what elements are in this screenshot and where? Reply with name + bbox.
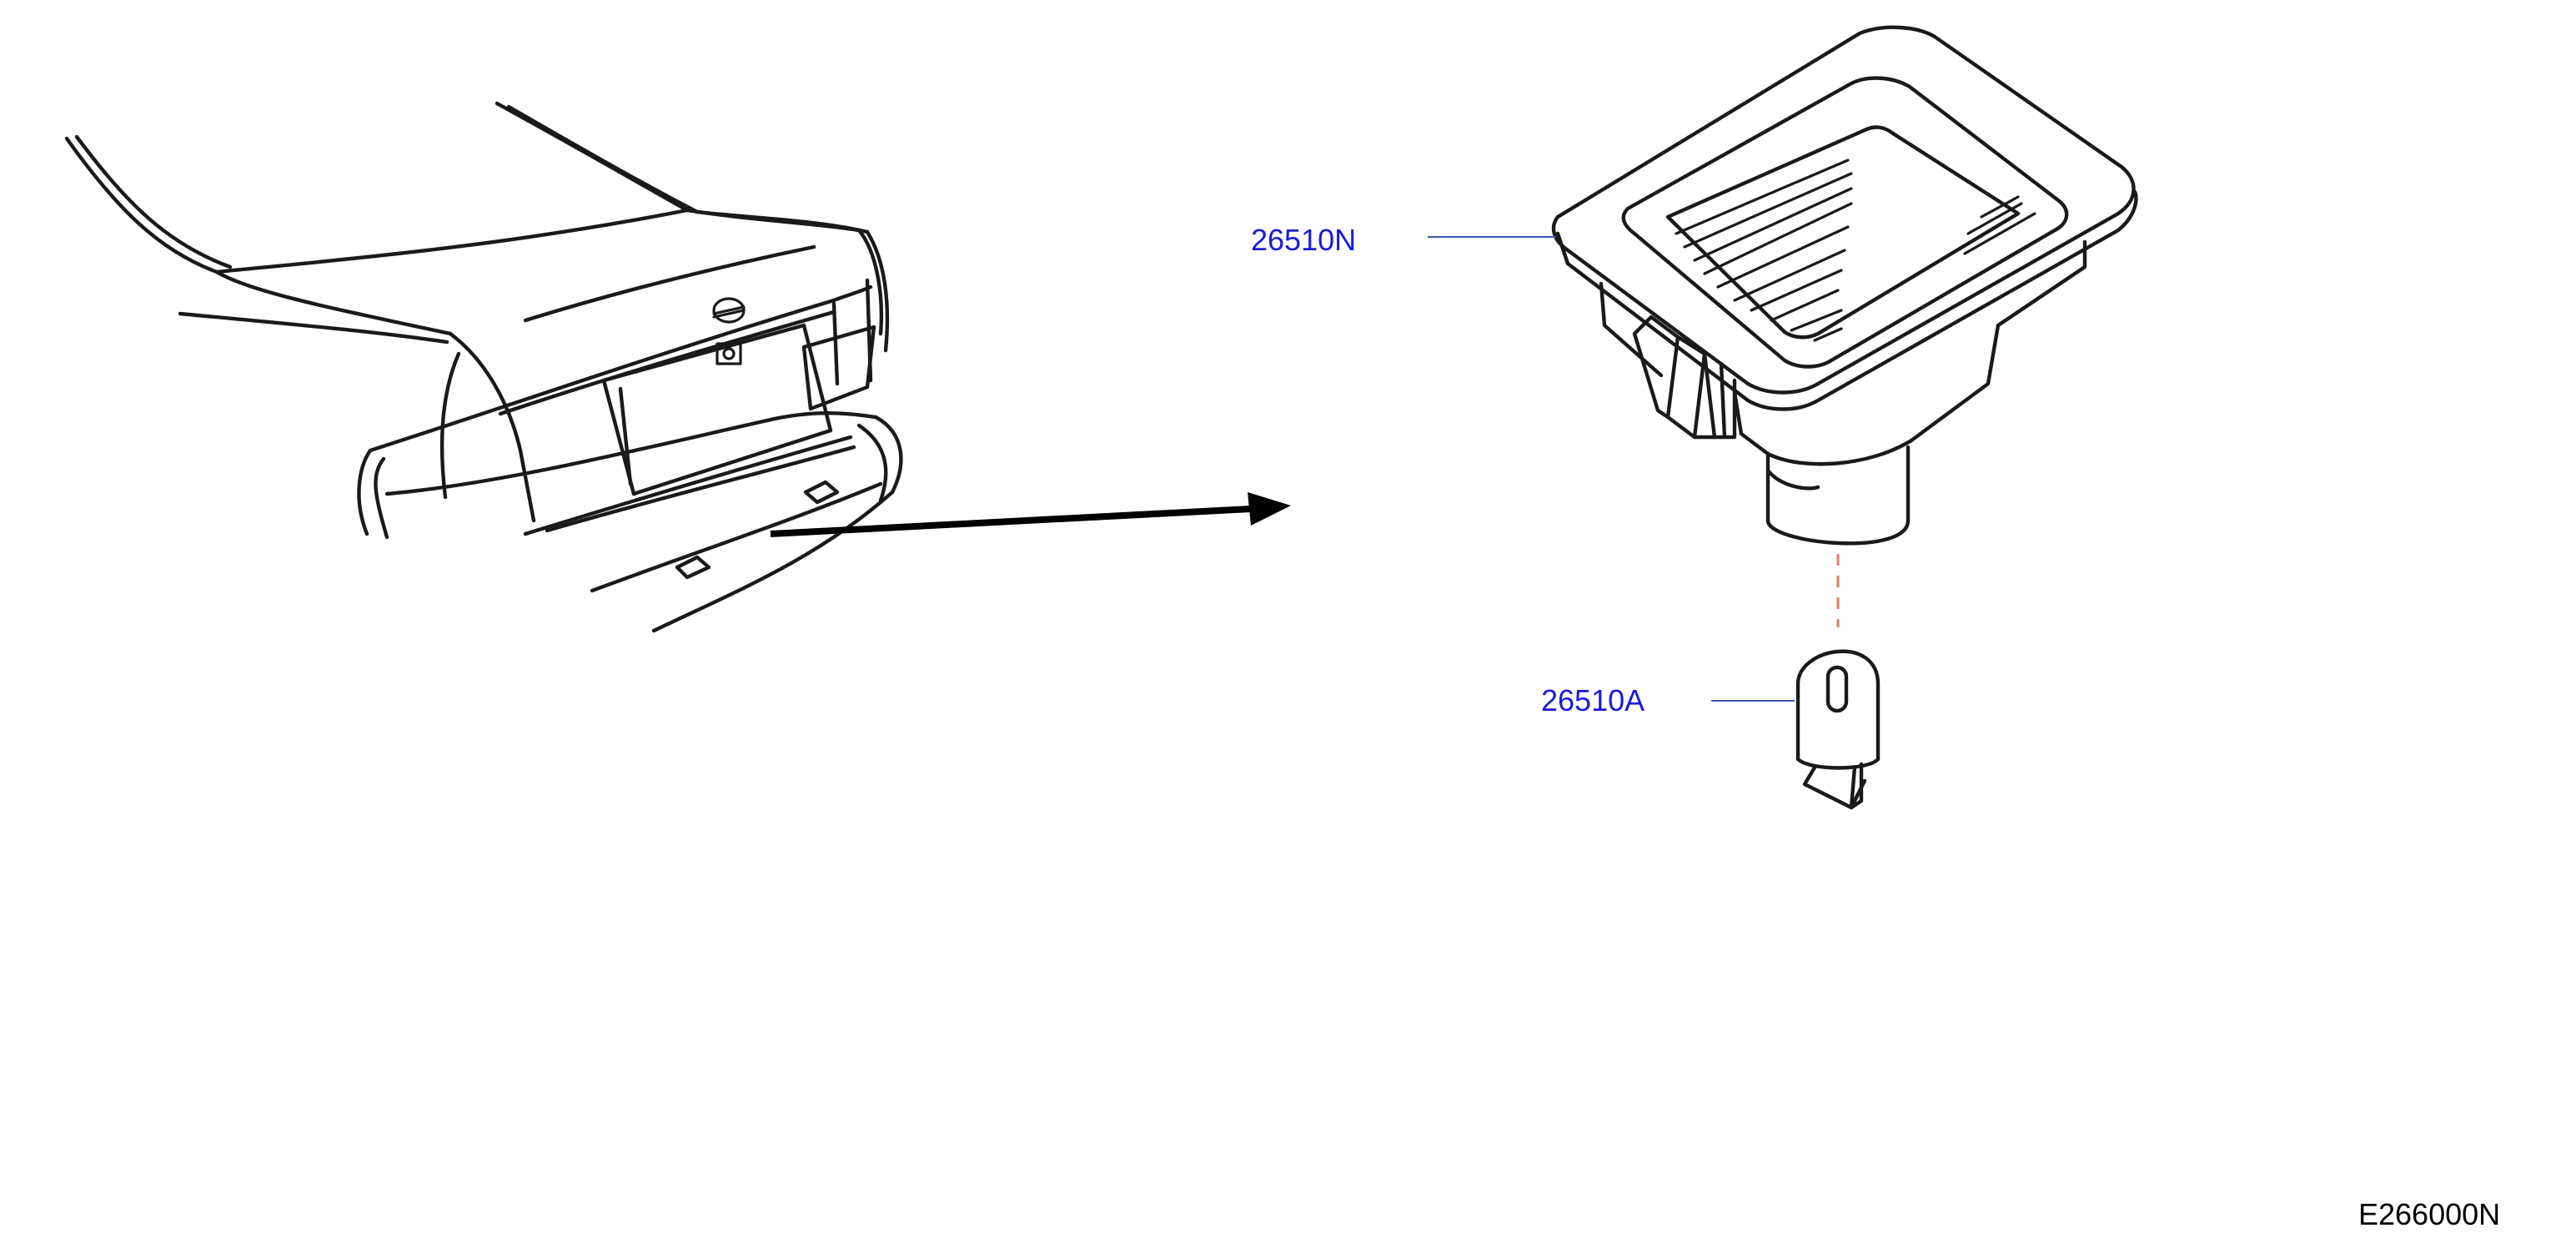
rear-car-illustration (64, 101, 903, 633)
direction-arrow (770, 492, 1291, 537)
license-lamp-housing (1551, 25, 2138, 546)
figure-code: E266000N (2358, 1197, 2500, 1231)
wedge-bulb (1795, 649, 1881, 810)
callout-label-bulb[interactable]: 26510A (1541, 683, 1645, 717)
callout-label-housing[interactable]: 26510N (1251, 223, 1356, 257)
